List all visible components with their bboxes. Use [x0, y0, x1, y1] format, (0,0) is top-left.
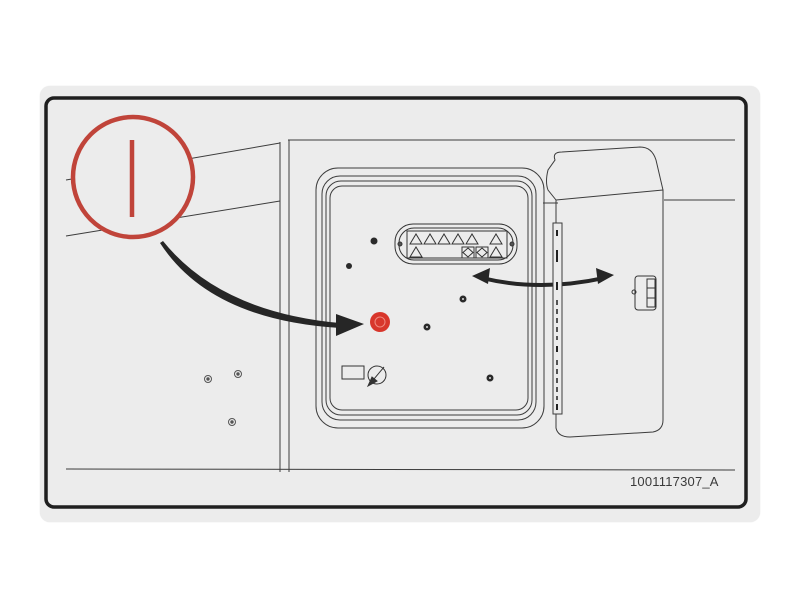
part-number-text: 1001117307_A: [630, 474, 719, 489]
key-switch-icon: [341, 365, 387, 388]
warning-triangle-row-icon: [394, 223, 518, 265]
emergency-stop-button-icon: [370, 312, 390, 332]
panel-bolts: [346, 237, 494, 382]
panel-fasteners: [204, 370, 242, 426]
double-headed-arrow-icon: [472, 268, 614, 287]
control-panel: [315, 167, 545, 429]
cabinet-door: [546, 146, 664, 438]
power-on-icon: [70, 114, 196, 240]
label-border: [44, 96, 748, 509]
curved-arrow-icon: [160, 241, 364, 336]
latch-icon: [631, 275, 657, 311]
